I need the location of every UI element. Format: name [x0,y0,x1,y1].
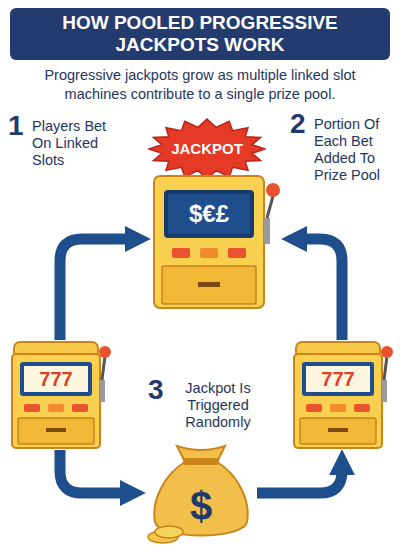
flow-arrow [60,239,130,340]
main-slot-machine-shape [150,168,282,310]
step-text: Players Bet On Linked Slots [32,118,124,169]
step-text: Portion Of Each Bet Added To Prize Pool [314,116,398,184]
currency-symbols: $€£ [168,194,250,234]
linked-slot-machine-shape [290,340,394,450]
title-text: HOW POOLED PROGRESSIVE JACKPOTS WORK [20,12,380,56]
flow-arrow [302,239,342,340]
step-number: 2 [290,108,314,140]
reel-symbols: 777 [306,366,370,392]
jackpot-burst: JACKPOT [148,118,266,180]
reel-symbols: 777 [24,366,88,392]
linked-slot-machine: 777 [8,340,112,450]
main-slot-machine: $€£ [150,168,282,310]
dollar-sign: $ [175,482,227,530]
step-number: 1 [8,110,32,142]
flow-arrow [257,470,342,493]
prize-money-bag: $ [145,440,257,546]
step-number: 3 [148,374,172,406]
linked-slot-machine-shape [8,340,112,450]
title-banner: HOW POOLED PROGRESSIVE JACKPOTS WORK [10,8,390,60]
subtitle-text: Progressive jackpots grow as multiple li… [12,66,388,104]
step-text: Jackpot Is Triggered Randomly [172,380,264,431]
linked-slot-machine: 777 [290,340,394,450]
flow-arrow [60,450,125,493]
jackpot-text: JACKPOT [162,134,252,164]
